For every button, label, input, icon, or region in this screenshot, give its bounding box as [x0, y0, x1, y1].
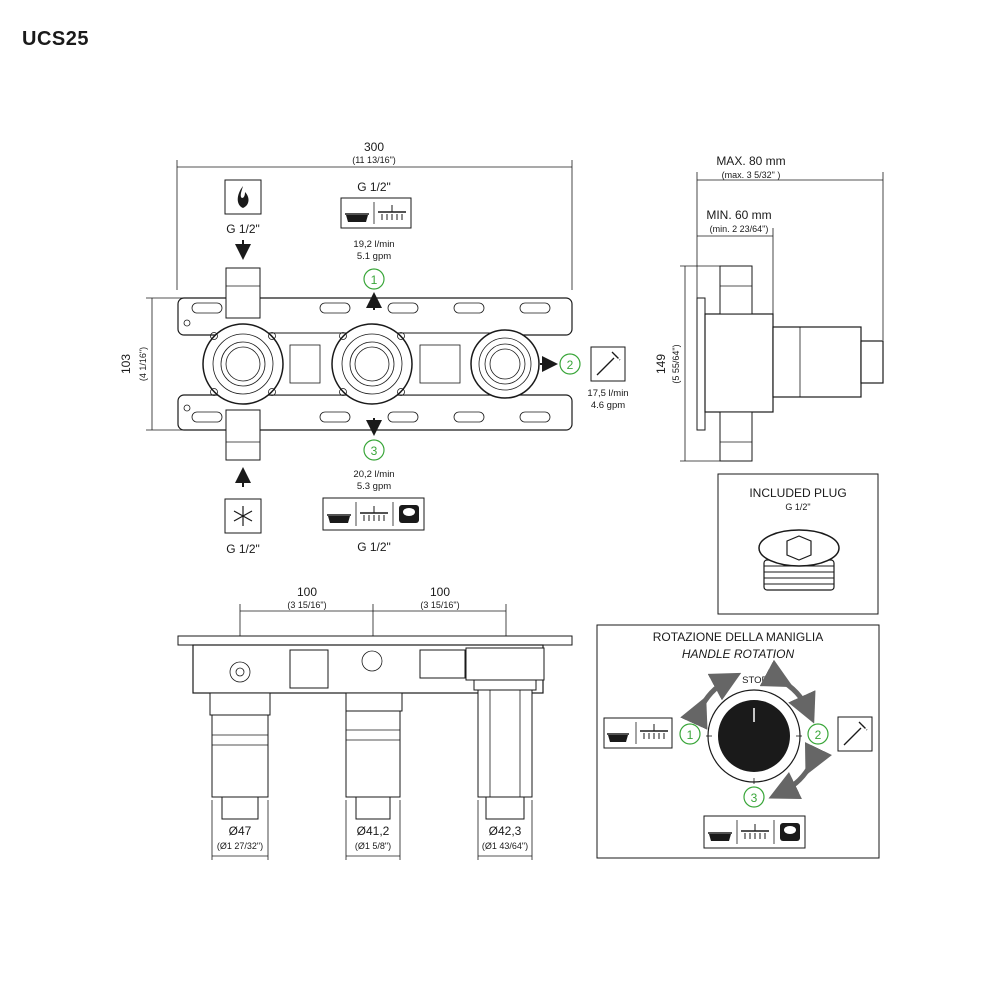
outlet-2-number: 2 — [567, 358, 574, 372]
thermostatic-cartridge — [202, 323, 284, 405]
rotation-num-2: 2 — [815, 728, 822, 742]
flame-icon — [237, 186, 249, 208]
cold-water-box — [224, 498, 262, 534]
outlet-2-flow-gpm: 4.6 gpm — [591, 400, 625, 411]
outlet-3-badge — [363, 439, 385, 461]
included-plug-panel: INCLUDED PLUG G 1/2" — [717, 473, 879, 615]
rotation-num-1: 1 — [687, 728, 694, 742]
rotation-outlet-1-box — [603, 717, 673, 749]
outlet-top-flow-lmin: 19,2 l/min — [353, 239, 394, 250]
outlet-1-badge — [363, 268, 385, 290]
diameter-3: Ø42,3 — [489, 824, 522, 838]
hot-water-box — [224, 179, 262, 215]
height-imperial: (4 1/16") — [138, 347, 148, 381]
spacing-2-imperial: (3 15/16") — [420, 600, 459, 610]
snowflake-icon — [233, 506, 253, 526]
stop-label: STOP — [742, 675, 768, 686]
outlet-1-number: 1 — [371, 273, 378, 287]
hot-inlet-size: G 1/2" — [226, 222, 260, 236]
plug-icon — [758, 529, 840, 591]
outlet-2-icon-box — [590, 346, 626, 382]
diameter-2-imperial: (Ø1 5/8") — [355, 841, 391, 851]
outlet-top-flow-gpm: 5.1 gpm — [357, 251, 391, 262]
width-imperial: (11 13/16") — [352, 155, 396, 165]
hand-shower-icon — [843, 721, 868, 746]
rotation-num-3: 3 — [751, 791, 758, 805]
bottom-view: 100 (3 15/16") 100 (3 15/16") Ø47 (Ø1 27… — [177, 585, 573, 860]
hand-shower-icon — [596, 351, 621, 376]
handle-rotation-panel: ROTAZIONE DELLA MANIGLIA HANDLE ROTATION… — [596, 624, 880, 859]
diameter-1: Ø47 — [229, 824, 252, 838]
diameter-3-imperial: (Ø1 43/64") — [482, 841, 528, 851]
spacing-1-imperial: (3 15/16") — [287, 600, 326, 610]
shower-head-icon — [378, 205, 406, 220]
outlet-3-flow-gpm: 5.3 gpm — [357, 481, 391, 492]
shower-head-icon — [640, 724, 668, 739]
outlet-3-icon-box — [322, 497, 425, 531]
rotation-outlet-2-box — [837, 716, 873, 752]
hot-inlet-stub — [225, 267, 261, 319]
product-code: UCS25 — [22, 28, 89, 50]
rotation-title-en: HANDLE ROTATION — [682, 647, 795, 661]
plug-label: INCLUDED PLUG — [749, 486, 846, 500]
diverter-cartridge — [331, 323, 413, 405]
rotation-arrow-2 — [759, 659, 816, 724]
side-height-imperial: (5 55/64") — [671, 344, 681, 383]
rotation-badge-2 — [807, 723, 829, 745]
cold-inlet-stub — [225, 409, 261, 461]
spacing-1-value: 100 — [297, 585, 317, 599]
diameter-1-imperial: (Ø1 27/32") — [217, 841, 263, 851]
cold-inlet-size: G 1/2" — [226, 542, 260, 556]
side-view: MAX. 80 mm (max. 3 5/32" ) MIN. 60 mm (m… — [654, 154, 884, 462]
plug-icon — [399, 505, 419, 523]
outlet-3-number: 3 — [371, 444, 378, 458]
height-value: 103 — [119, 354, 133, 374]
side-height-value: 149 — [654, 354, 668, 374]
rotation-title-it: ROTAZIONE DELLA MANIGLIA — [653, 630, 823, 644]
outlet-2-flow-lmin: 17,5 l/min — [587, 388, 628, 399]
bath-spout-icon — [345, 213, 369, 222]
outlet-2-badge — [559, 353, 581, 375]
rotation-arrow-1 — [680, 672, 742, 730]
min-depth-value: MIN. 60 mm — [706, 208, 771, 222]
outlet-3-flow-lmin: 20,2 l/min — [353, 469, 394, 480]
plug-icon — [780, 823, 800, 841]
bath-spout-icon — [607, 733, 629, 742]
shower-head-icon — [360, 506, 388, 521]
plug-size: G 1/2" — [785, 502, 810, 512]
rotation-badge-3 — [743, 786, 765, 808]
max-depth-imperial: (max. 3 5/32" ) — [722, 170, 781, 180]
spacing-2-value: 100 — [430, 585, 450, 599]
outlet-top-icon-box — [340, 197, 412, 229]
min-depth-imperial: (min. 2 23/64") — [710, 224, 769, 234]
width-value: 300 — [364, 140, 384, 154]
front-view: 300 (11 13/16") 103 (4 1/16") — [119, 140, 629, 556]
outlet-top-size: G 1/2" — [357, 180, 391, 194]
outlet-2-port — [470, 329, 540, 399]
bath-spout-icon — [708, 832, 732, 841]
rotation-badge-1 — [679, 723, 701, 745]
rotation-outlet-3-box — [703, 815, 806, 849]
bath-spout-icon — [327, 514, 351, 523]
max-depth-value: MAX. 80 mm — [716, 154, 785, 168]
outlet-3-size: G 1/2" — [357, 540, 391, 554]
shower-head-icon — [741, 824, 769, 839]
rotation-arrow-3 — [768, 741, 833, 800]
diameter-2: Ø41,2 — [357, 824, 390, 838]
